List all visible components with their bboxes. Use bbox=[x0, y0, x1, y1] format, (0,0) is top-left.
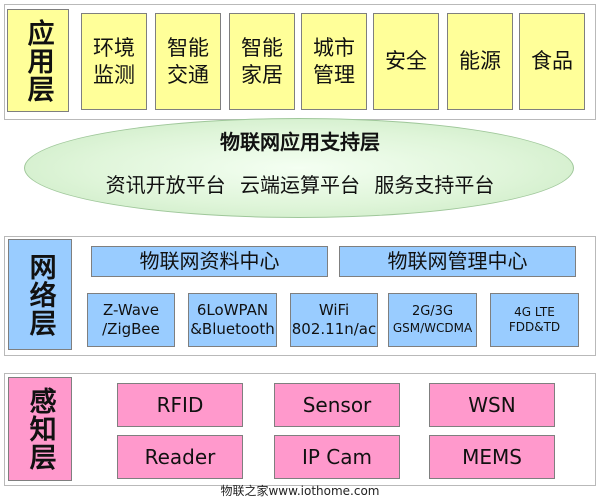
support-layer-cloud bbox=[24, 118, 574, 218]
app-item-city-management: 城市管理 bbox=[301, 13, 367, 110]
perception-layer-title-box: 感知层 bbox=[8, 377, 72, 481]
iot-data-center-box: 物联网资料中心 bbox=[91, 246, 328, 277]
app-item-environment: 环境监测 bbox=[81, 13, 147, 110]
iot-management-center-box: 物联网管理中心 bbox=[339, 246, 576, 277]
app-item-energy: 能源 bbox=[447, 13, 513, 110]
protocol-zwave-zigbee: Z-Wave/ZigBee bbox=[87, 293, 175, 347]
perception-item-wsn: WSN bbox=[429, 383, 555, 427]
perception-item-rfid: RFID bbox=[117, 383, 243, 427]
support-layer-title: 物联网应用支持层 bbox=[220, 130, 380, 154]
app-item-security: 安全 bbox=[373, 13, 439, 110]
app-item-food: 食品 bbox=[519, 13, 585, 110]
application-layer-title: 应用层 bbox=[22, 18, 54, 103]
perception-item-reader: Reader bbox=[117, 435, 243, 479]
network-layer-title: 网络层 bbox=[24, 252, 56, 337]
app-item-smart-home: 智能家居 bbox=[229, 13, 295, 110]
perception-item-mems: MEMS bbox=[429, 435, 555, 479]
perception-item-ip-cam: IP Cam bbox=[274, 435, 400, 479]
app-item-smart-transport: 智能交通 bbox=[155, 13, 221, 110]
footer-watermark: 物联之家www.iothome.com bbox=[220, 484, 380, 498]
support-layer-platforms: 资讯开放平台 云端运算平台 服务支持平台 bbox=[105, 173, 495, 197]
application-layer-title-box: 应用层 bbox=[7, 9, 69, 112]
protocol-6lowpan-bluetooth: 6LoWPAN&Bluetooth bbox=[188, 293, 277, 347]
network-layer-title-box: 网络层 bbox=[8, 239, 72, 350]
perception-layer-title: 感知层 bbox=[24, 387, 56, 471]
perception-item-sensor: Sensor bbox=[274, 383, 400, 427]
